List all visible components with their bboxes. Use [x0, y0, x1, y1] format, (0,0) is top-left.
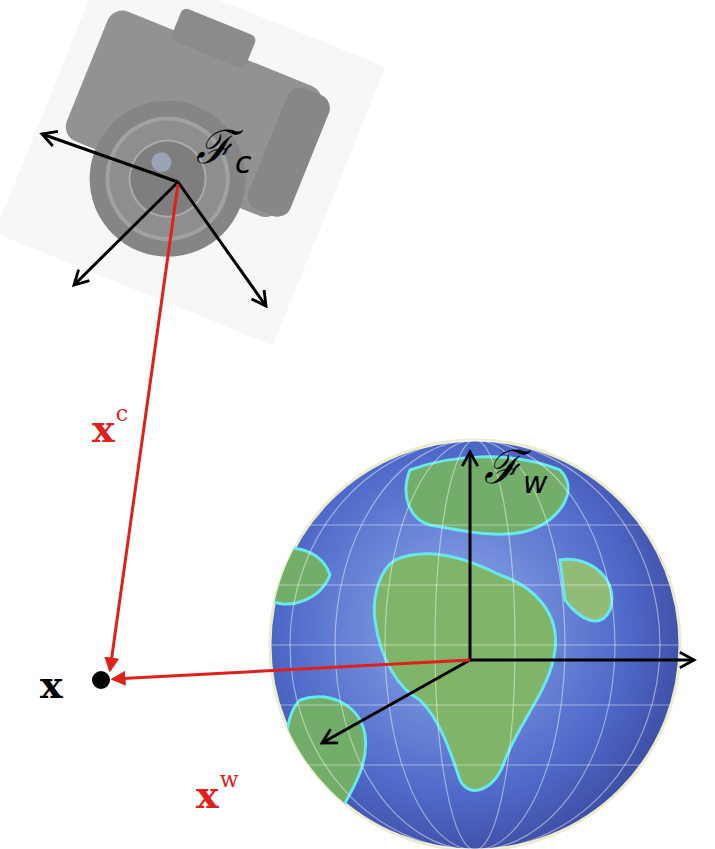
- axis-arrow: [74, 182, 178, 285]
- axis-arrow: [42, 134, 178, 182]
- camera-lens-glint: [148, 149, 174, 175]
- point-label: x: [40, 666, 63, 704]
- land-arabia: [560, 559, 612, 621]
- axis-arrow: [322, 660, 470, 743]
- camera-grip: [244, 84, 334, 221]
- axis-arrow: [469, 452, 472, 660]
- vector-symbol: x: [196, 776, 219, 814]
- position-vectors: [110, 184, 470, 679]
- frame-subscript: w: [523, 468, 548, 498]
- frame-subscript: c: [235, 148, 252, 178]
- vector-arrow: [113, 660, 470, 679]
- globe-land: [250, 440, 680, 849]
- globe-ocean: [270, 440, 680, 849]
- axis-arrow: [178, 182, 266, 306]
- frame-symbol: ℱ: [484, 444, 522, 490]
- camera-backdrop: [0, 0, 385, 345]
- land-highland: [658, 540, 675, 570]
- vector-superscript: c: [116, 403, 128, 425]
- land-north-america: [250, 548, 330, 604]
- point-dot: [92, 671, 110, 689]
- frame-symbol: ℱ: [196, 124, 234, 170]
- vector-superscript: w: [220, 769, 239, 791]
- axis-arrow: [470, 659, 694, 662]
- camera-prism: [170, 7, 257, 69]
- vector-arrow: [110, 184, 178, 670]
- camera-picture: [0, 0, 385, 345]
- world-frame-axes: [322, 452, 694, 743]
- vector-symbol: x: [92, 410, 115, 448]
- globe-grid: [270, 440, 680, 849]
- land-africa: [374, 554, 555, 791]
- globe-picture: [250, 440, 680, 849]
